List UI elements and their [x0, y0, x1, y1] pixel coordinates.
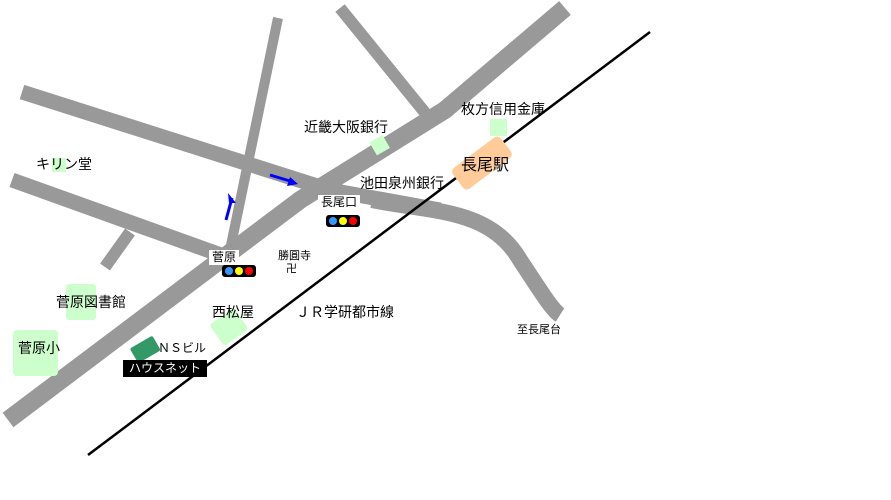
arrow-east-head: [287, 177, 298, 186]
traffic-signal-icon: [222, 265, 256, 277]
kinki-bank-marker: [369, 134, 390, 156]
nagao-station-marker: [452, 136, 512, 190]
sugahara-elem-marker: [13, 330, 58, 376]
shoenji-label: 勝圓寺: [278, 249, 311, 262]
traffic-signal-icon: [326, 215, 360, 227]
kirin-label: キリン堂: [36, 157, 92, 173]
to-nagaodai-label: 至長尾台: [517, 323, 561, 336]
library-label: 菅原図書館: [56, 295, 126, 311]
direction-arrows: [224, 173, 298, 221]
hirakata-bank-label: 枚方信用金庫: [461, 102, 545, 118]
nagaoguchi-label: 長尾口: [318, 195, 361, 211]
housenet-label: ハウスネット: [123, 360, 208, 378]
arrow-north-head: [228, 193, 236, 203]
sugahara-label: 菅原: [209, 250, 240, 266]
road-left-stub: [100, 228, 135, 271]
jr-railway-line: [87, 31, 651, 456]
road-main-diagonal: [2, 1, 571, 428]
road-lower-left: [9, 172, 238, 268]
temple-icon: 卍: [286, 262, 297, 275]
kinki-bank-label: 近畿大阪銀行: [304, 120, 388, 136]
road-north-vertical: [225, 16, 283, 252]
library-marker: [66, 284, 96, 320]
ns-building-label: ＮＳビル: [158, 341, 207, 355]
nishimatsuya-marker: [210, 308, 248, 346]
roads: [2, 1, 571, 428]
ikeda-bank-label: 池田泉州銀行: [360, 176, 444, 192]
road-east-curve: [370, 192, 565, 322]
nagao-station-label: 長尾駅: [461, 155, 510, 174]
ns-building-marker: [130, 336, 161, 363]
hirakata-bank-marker: [490, 119, 507, 136]
nishimatsuya-label: 西松屋: [212, 305, 254, 321]
jr-line-label: ＪＲ学研都市線: [296, 305, 394, 321]
landmarks: [13, 119, 507, 376]
sugahara-elem-label: 菅原小: [18, 341, 60, 357]
road-north-diagonal: [335, 4, 440, 129]
arrow-east-icon: [269, 173, 291, 183]
kirin-marker: [52, 158, 66, 172]
